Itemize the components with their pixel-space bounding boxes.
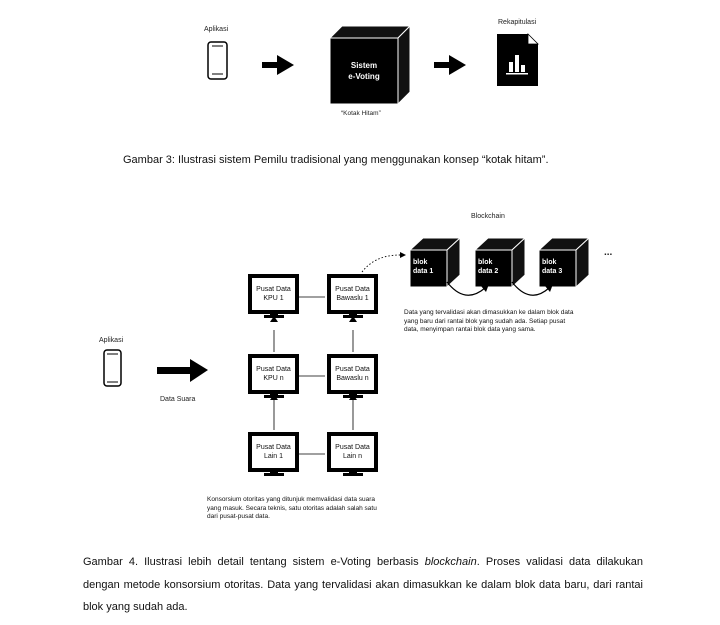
block-cube	[537, 236, 591, 289]
chain-arrow	[446, 281, 489, 296]
desc-line: Konsorsium otoritas yang ditunjuk memval…	[207, 496, 376, 503]
desc-line: yang masuk. Secara teknis, satu otoritas…	[207, 504, 377, 512]
node-connectors	[273, 296, 354, 455]
dotted-arrow	[361, 252, 406, 273]
desc-line: Data yang tervalidasi akan dimasukkan ke…	[404, 309, 574, 316]
desc-line: data, menyimpan rantai blok data yang sa…	[404, 326, 536, 333]
node-line: Pusat Data	[335, 366, 370, 373]
ellipsis: ...	[604, 247, 613, 258]
monitor-icon	[248, 274, 299, 318]
block-label-line: blok	[413, 259, 428, 266]
block-label-1: blok data 1	[413, 258, 433, 276]
caption-text: Gambar 4. Ilustrasi lebih detail tentang…	[83, 556, 425, 568]
system-line2: e-Voting	[348, 72, 380, 81]
phone-icon	[207, 41, 228, 80]
node-line: Pusat Data	[256, 366, 291, 373]
node-kpu-n: Pusat Data KPU n	[252, 365, 295, 383]
vote-data-label: Data Suara	[160, 396, 196, 403]
node-line: Bawaslu 1	[336, 295, 369, 302]
arrow-right-icon	[157, 359, 208, 382]
node-bawaslu-n: Pusat Data Bawaslu n	[331, 365, 374, 383]
monitor-icon	[248, 432, 299, 476]
node-line: Pusat Data	[335, 286, 370, 293]
node-line: Lain 1	[263, 453, 284, 460]
black-box-label: “Kotak Hitam”	[341, 110, 381, 117]
monitor-icon	[327, 274, 378, 318]
black-box-cube	[328, 24, 412, 106]
system-box-label: Sistem e-Voting	[330, 60, 398, 82]
node-kpu-1: Pusat Data KPU 1	[252, 285, 295, 303]
block-label-line: data 2	[478, 268, 499, 275]
node-lain-1: Pusat Data Lain 1	[252, 443, 295, 461]
node-line: Pusat Data	[256, 286, 291, 293]
desc-line: dari pusat-pusat data.	[207, 513, 270, 520]
block-label-line: data 1	[413, 268, 434, 275]
node-line: Pusat Data	[256, 444, 291, 451]
node-line: KPU 1	[263, 295, 284, 302]
system-line1: Sistem	[350, 61, 378, 70]
block-label-3: blok data 3	[542, 258, 562, 276]
recap-label: Rekapitulasi	[498, 19, 537, 26]
figure3-caption: Gambar 3: Ilustrasi sistem Pemilu tradis…	[123, 154, 549, 166]
monitor-icon	[248, 354, 299, 398]
monitor-icon	[327, 354, 378, 398]
blockchain-title: Blockchain	[471, 213, 505, 220]
fig4-app-label: Aplikasi	[99, 337, 124, 344]
node-bawaslu-1: Pusat Data Bawaslu 1	[331, 285, 374, 303]
monitor-icon	[327, 432, 378, 476]
block-cube	[408, 236, 462, 289]
fig3-app-label: Aplikasi	[204, 26, 229, 33]
block-label-line: blok	[542, 259, 557, 266]
block-cube	[473, 236, 527, 289]
node-line: Pusat Data	[335, 444, 370, 451]
arrow-right-icon	[262, 55, 294, 75]
phone-icon	[103, 349, 122, 387]
document-chart-icon	[497, 33, 539, 86]
block-label-line: data 3	[542, 268, 563, 275]
node-line: Lain n	[342, 453, 363, 460]
chain-arrow	[511, 281, 553, 296]
arrow-right-icon	[434, 55, 466, 75]
node-line: Bawaslu n	[336, 375, 369, 382]
figure4-caption: Gambar 4. Ilustrasi lebih detail tentang…	[83, 551, 643, 619]
consortium-description: Konsorsium otoritas yang ditunjuk memval…	[207, 496, 377, 522]
blockchain-description: Data yang tervalidasi akan dimasukkan ke…	[404, 309, 573, 335]
block-label-line: blok	[478, 259, 493, 266]
node-lain-n: Pusat Data Lain n	[331, 443, 374, 461]
caption-text: . Proses validasi data dilakukan dengan …	[83, 556, 643, 613]
block-label-2: blok data 2	[478, 258, 498, 276]
node-line: KPU n	[263, 375, 284, 382]
desc-line: yang baru dari rantai blok yang sudah ad…	[404, 317, 566, 325]
caption-italic: blockchain	[424, 556, 477, 568]
